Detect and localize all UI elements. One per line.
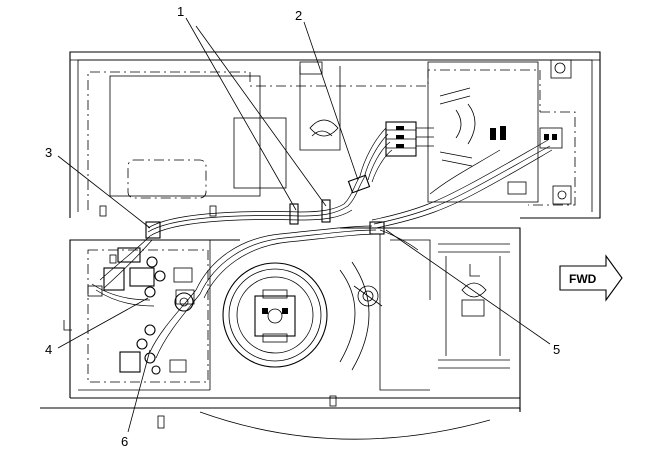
lower-frame (40, 227, 521, 440)
wiring-harness (91, 127, 553, 359)
swing-bearing (222, 261, 383, 371)
callout-labels: 1 2 3 4 5 6 (45, 4, 560, 449)
harness-clamps (145, 174, 385, 239)
valve-block (385, 121, 563, 157)
callout-1: 1 (177, 4, 184, 19)
callout-2: 2 (295, 8, 302, 23)
left-connector-group (63, 247, 195, 375)
callout-4: 4 (45, 342, 52, 357)
callout-5: 5 (553, 342, 560, 357)
callout-3: 3 (45, 145, 52, 160)
callout-leaders (57, 17, 551, 433)
upper-frame (69, 51, 601, 219)
callout-6: 6 (121, 434, 128, 449)
fwd-direction-arrow: FWD (559, 254, 623, 302)
fwd-label: FWD (569, 272, 597, 286)
